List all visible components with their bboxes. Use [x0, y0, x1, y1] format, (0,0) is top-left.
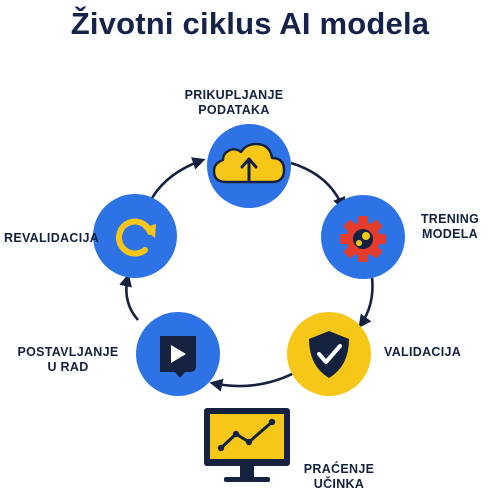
stage-revalidation — [93, 194, 177, 278]
arrow-deployment-to-revalidation — [119, 273, 139, 321]
refresh-icon — [115, 218, 156, 257]
gear-icon — [340, 216, 386, 262]
label-revalidation: REVALIDACIJA — [4, 231, 100, 245]
arrow-training-to-validation — [358, 276, 374, 329]
cloud-upload-icon — [212, 142, 286, 184]
stage-deployment — [136, 312, 220, 396]
page-title: Životni ciklus AI modela — [70, 6, 430, 41]
stage-training — [321, 195, 405, 279]
label-validation: VALIDACIJA — [384, 345, 462, 359]
play-icon — [160, 336, 196, 378]
arrow-revalidation-to-collection — [150, 157, 206, 199]
arrow-validation-to-deployment — [209, 368, 301, 392]
arrow-collection-to-training — [290, 161, 346, 211]
stage-monitoring — [204, 408, 290, 482]
monitor-chart-icon — [204, 408, 290, 482]
shield-check-icon — [309, 331, 349, 378]
label-training: TRENING MODELA — [420, 212, 480, 241]
stage-data-collection — [207, 124, 291, 208]
stage-validation — [287, 312, 371, 396]
label-monitoring: PRAĆENJE UČINKA — [303, 462, 375, 491]
label-data-collection: PRIKUPLJANJE PODATAKA — [184, 88, 284, 117]
label-deployment: POSTAVLJANJE U RAD — [17, 345, 119, 374]
